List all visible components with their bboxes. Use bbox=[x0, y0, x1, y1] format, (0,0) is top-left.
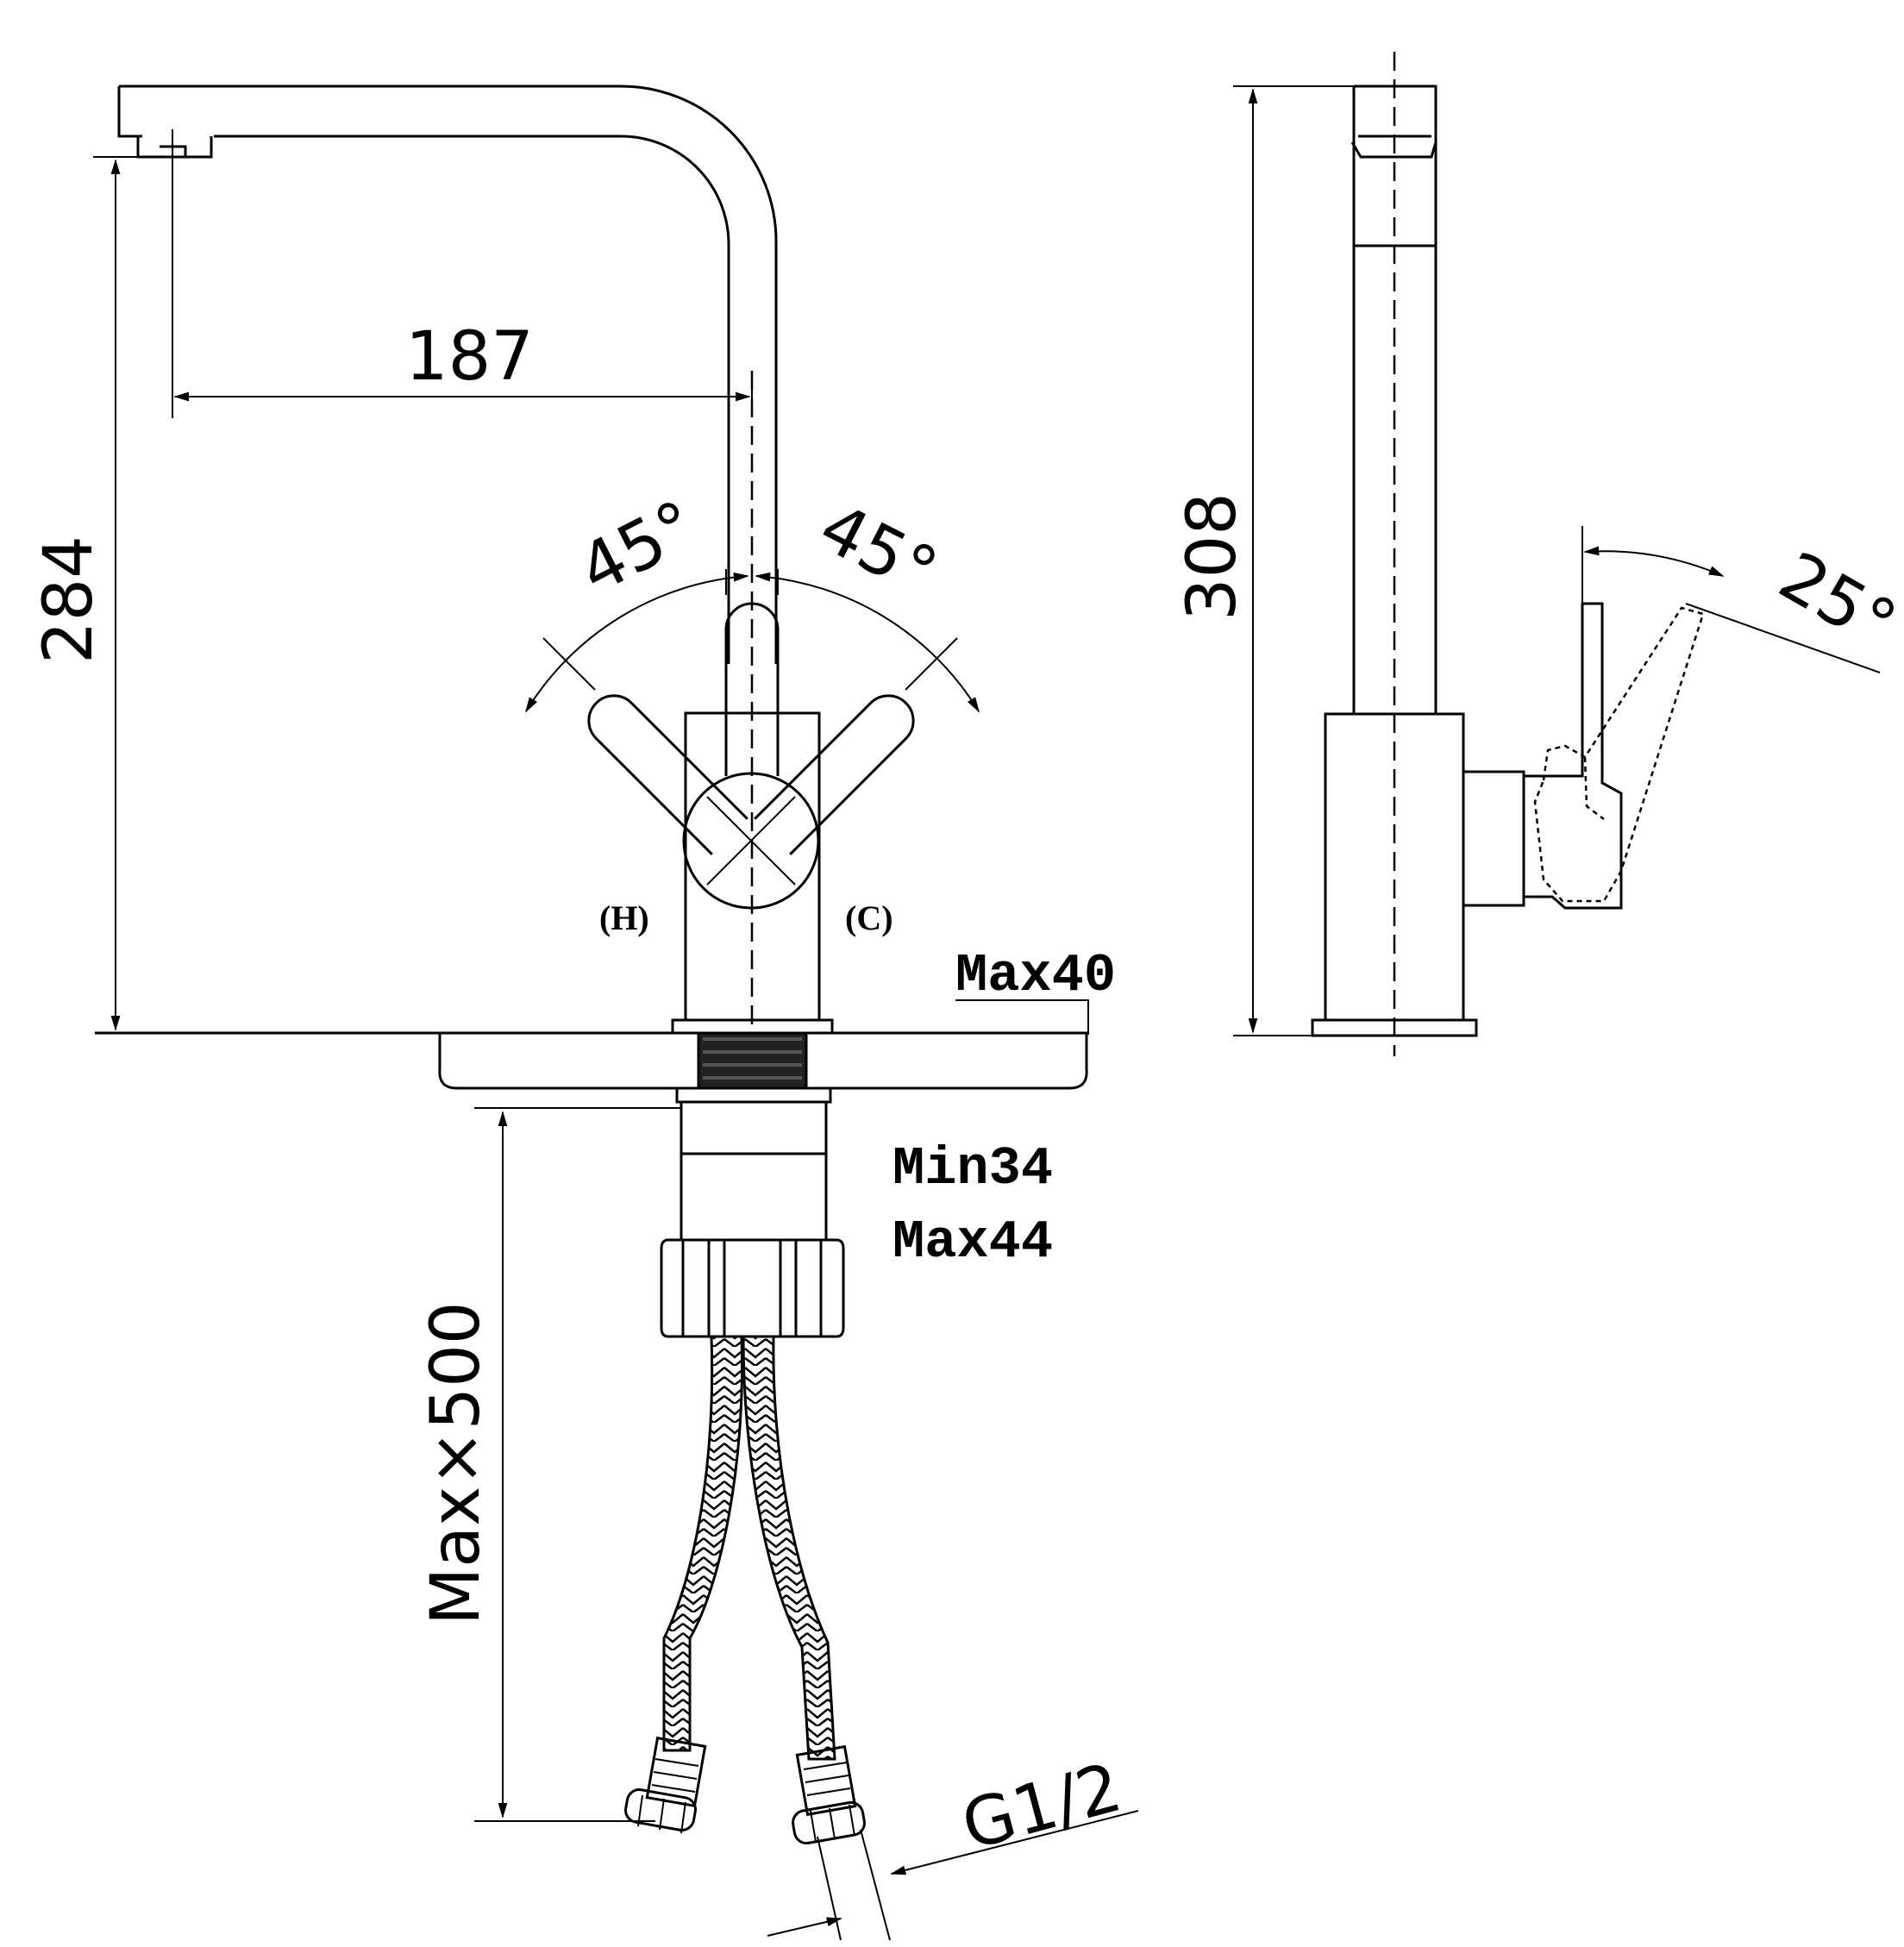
max-counter-label: Max40 bbox=[955, 945, 1116, 1006]
handle-lever-right bbox=[754, 694, 915, 855]
handle-lever-left bbox=[587, 694, 748, 855]
spout-outline bbox=[117, 85, 778, 664]
mount-shank bbox=[680, 1100, 828, 1242]
hose-left bbox=[662, 1335, 743, 1752]
hose-fitting-right bbox=[792, 1744, 866, 1845]
side-handle bbox=[1524, 602, 1623, 910]
side-angle-dimension: 25° bbox=[1581, 526, 1904, 673]
max-clamp-label: Max44 bbox=[892, 1211, 1053, 1273]
height-label: 284 bbox=[30, 535, 108, 664]
front-view: G1/2 187 284 45° 45° (H) (C) bbox=[30, 85, 1139, 1941]
shank-in-counter bbox=[697, 1031, 808, 1090]
angle-right-label: 45° bbox=[807, 489, 949, 612]
hose-right bbox=[742, 1335, 836, 1761]
side-handle-tilted bbox=[1533, 606, 1705, 903]
mount-nut bbox=[660, 1238, 845, 1338]
counter-thickness-note: Max40 bbox=[955, 945, 1116, 1035]
hot-label: (H) bbox=[599, 898, 649, 937]
min-clamp-label: Min34 bbox=[892, 1138, 1053, 1199]
side-angle-label: 25° bbox=[1767, 538, 1904, 665]
mount-washer bbox=[675, 1086, 832, 1104]
hose-length-label: Max×500 bbox=[417, 1302, 495, 1626]
side-view: 308 25° bbox=[1174, 52, 1904, 1056]
side-height-label: 308 bbox=[1174, 492, 1251, 621]
angle-left-label: 45° bbox=[567, 486, 709, 610]
countertop bbox=[438, 1031, 1088, 1090]
side-cartridge bbox=[1462, 770, 1525, 907]
hose-fitting-left bbox=[624, 1736, 707, 1834]
side-height-dimension: 308 bbox=[1174, 85, 1354, 1036]
reach-label: 187 bbox=[405, 318, 534, 396]
cold-label: (C) bbox=[845, 898, 893, 937]
thread-label: G1/2 bbox=[955, 1749, 1130, 1865]
thread-dimension: G1/2 bbox=[767, 1749, 1139, 1941]
aerator bbox=[136, 136, 213, 159]
height-dimension: 284 bbox=[30, 156, 207, 1031]
hose-length-dimension: Max×500 bbox=[417, 1107, 681, 1822]
reach-dimension: 187 bbox=[172, 129, 753, 418]
